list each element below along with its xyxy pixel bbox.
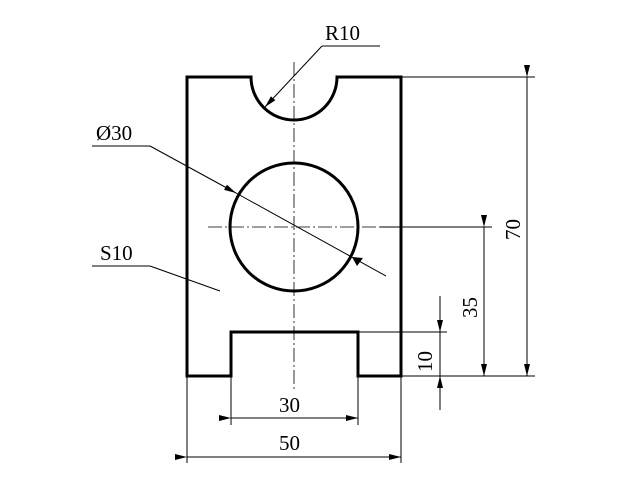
slot-height-label: 10 xyxy=(413,351,437,372)
diameter-leader xyxy=(149,145,237,194)
radius-label: R10 xyxy=(325,21,360,45)
total-width-label: 50 xyxy=(279,431,300,455)
slot-height-arrow-bottom xyxy=(437,376,443,388)
thickness-label: S10 xyxy=(100,241,133,265)
total-height-label: 70 xyxy=(501,219,525,240)
diameter-arrow-end xyxy=(352,257,363,266)
hole-height-label: 35 xyxy=(458,297,482,318)
slot-height-arrow-top xyxy=(437,320,443,332)
thickness-leader xyxy=(149,265,221,292)
diameter-label: Ø30 xyxy=(96,121,132,145)
radius-leader xyxy=(264,45,323,108)
diameter-line xyxy=(235,192,387,277)
slot-width-label: 30 xyxy=(279,393,300,417)
